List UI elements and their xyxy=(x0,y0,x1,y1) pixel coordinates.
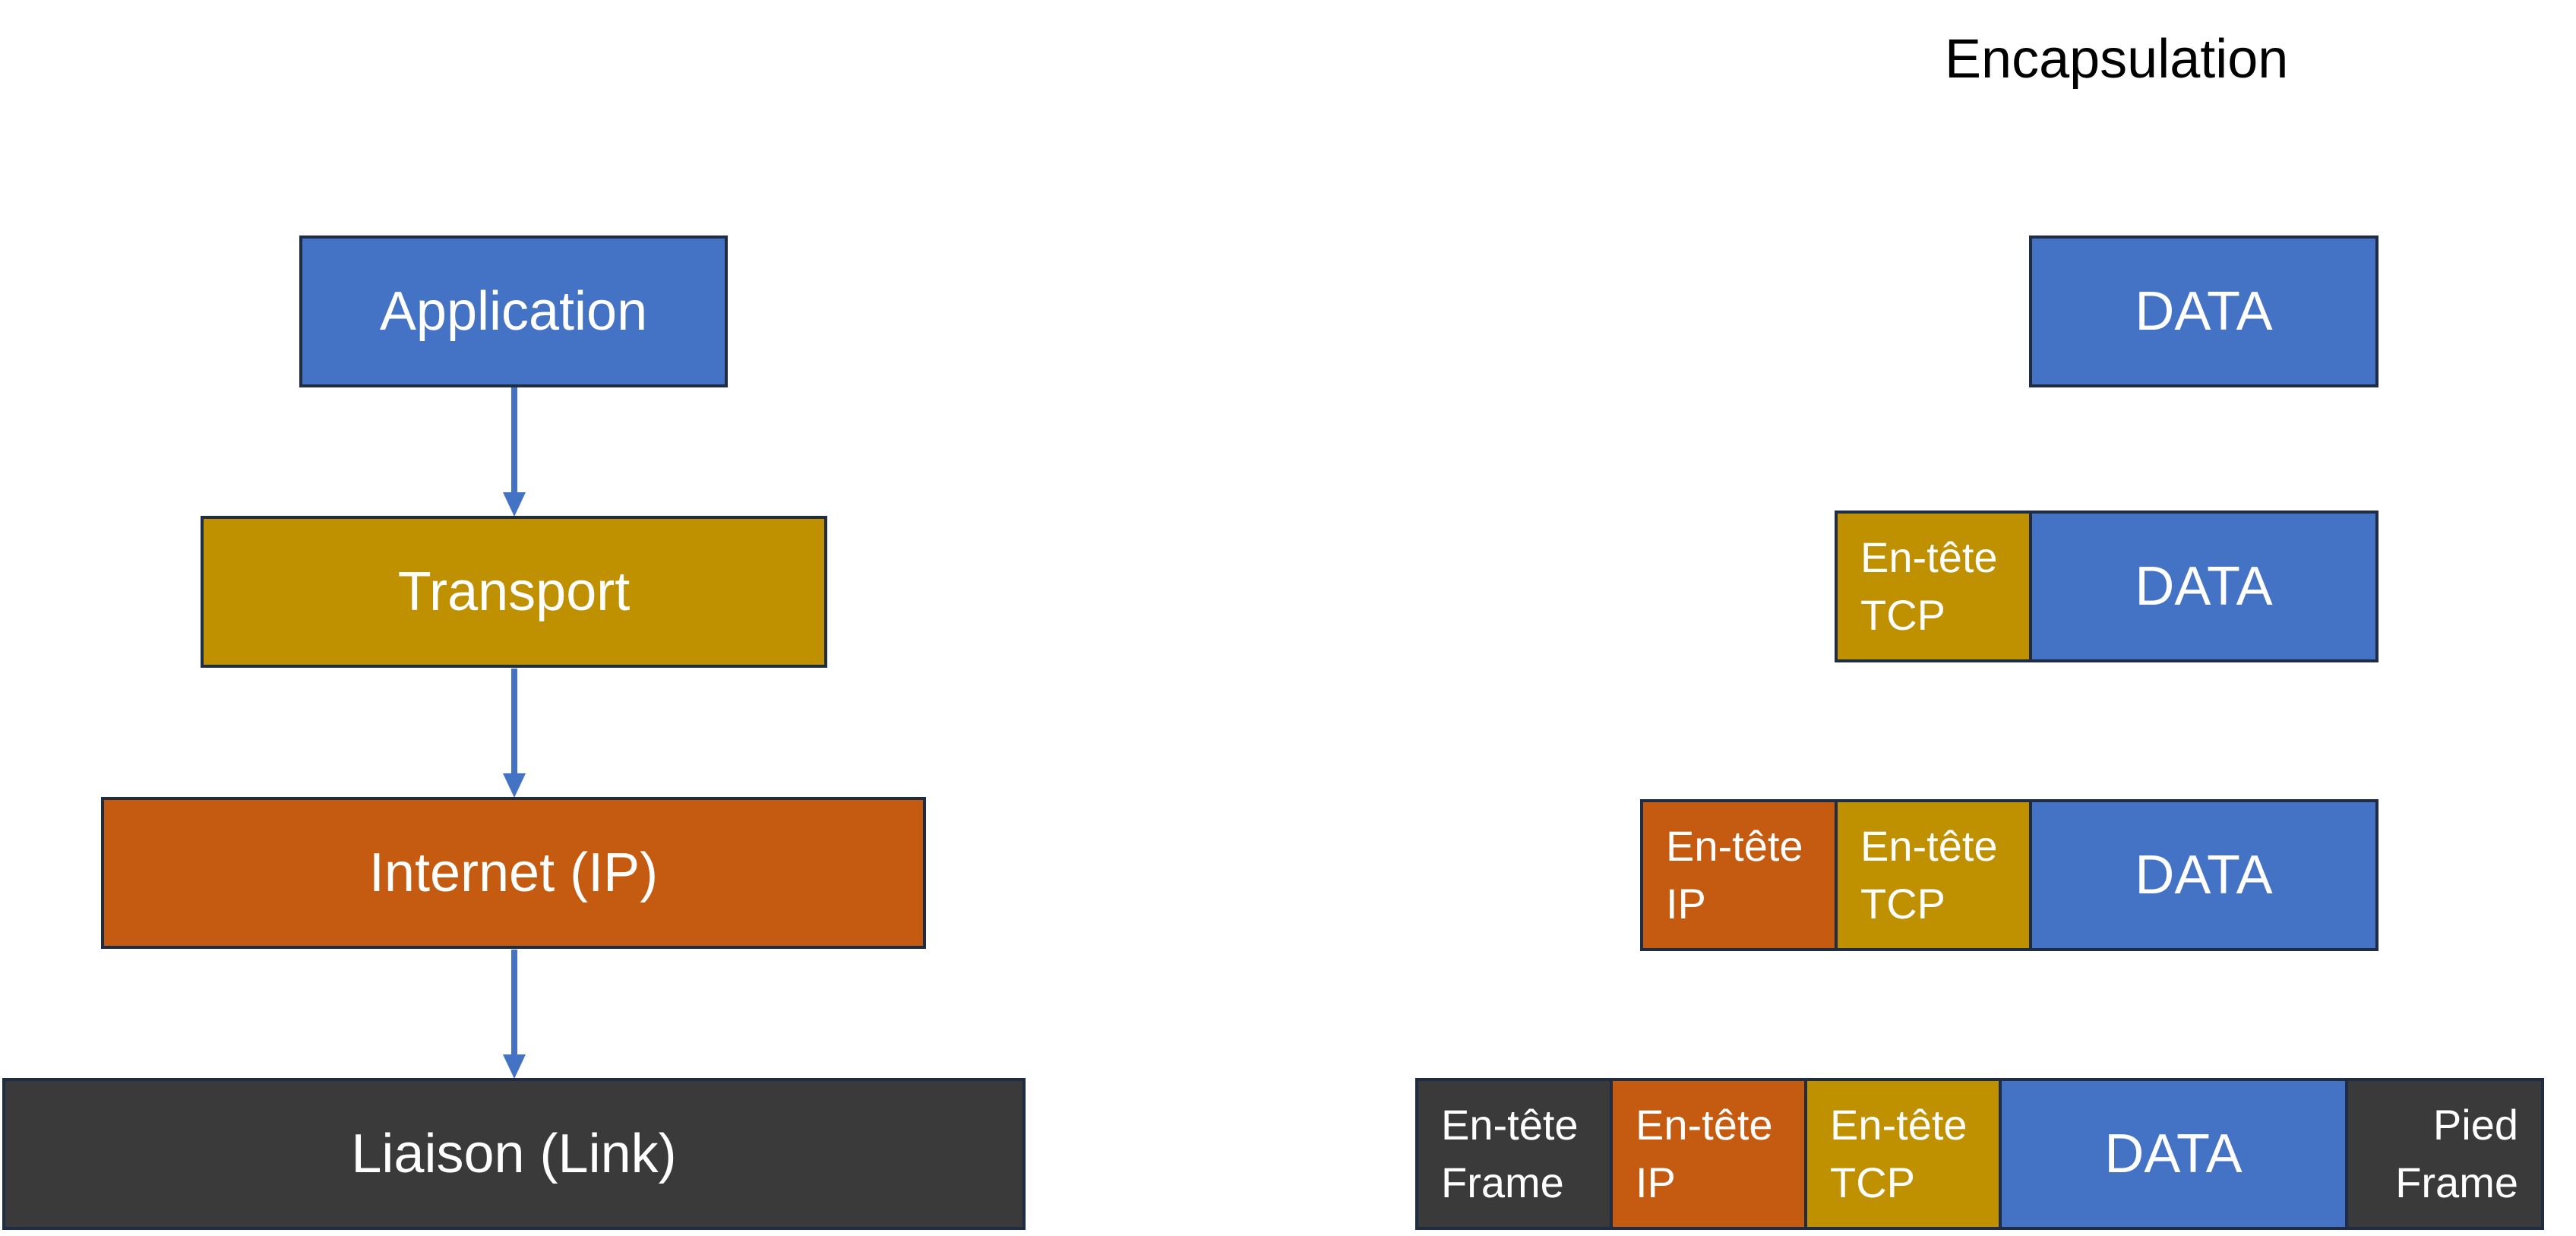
packet-transport: En-tête TCP DATA xyxy=(1835,511,2378,662)
tcp-header-segment: En-tête TCP xyxy=(1835,799,2032,951)
arrow-transport-to-internet xyxy=(503,669,526,798)
data-segment: DATA xyxy=(2029,799,2378,951)
ip-header-segment: En-tête IP xyxy=(1610,1078,1807,1230)
packet-link: En-tête Frame En-tête IP En-tête TCP DAT… xyxy=(1415,1078,2544,1230)
layer-transport: Transport xyxy=(201,516,827,668)
arrow-application-to-transport xyxy=(503,387,526,517)
layer-internet: Internet (IP) xyxy=(101,797,926,949)
frame-trailer-segment: Pied Frame xyxy=(2345,1078,2544,1230)
data-segment: DATA xyxy=(2029,511,2378,662)
packet-application: DATA xyxy=(2029,236,2378,387)
layer-application: Application xyxy=(299,236,728,387)
packet-internet: En-tête IP En-tête TCP DATA xyxy=(1640,799,2378,951)
arrow-internet-to-link xyxy=(503,950,526,1079)
tcp-header-segment: En-tête TCP xyxy=(1804,1078,2002,1230)
tcp-header-segment: En-tête TCP xyxy=(1835,511,2032,662)
data-segment: DATA xyxy=(2029,236,2378,387)
data-segment: DATA xyxy=(1999,1078,2348,1230)
ip-header-segment: En-tête IP xyxy=(1640,799,1838,951)
layer-link: Liaison (Link) xyxy=(2,1078,1026,1230)
diagram-title: Encapsulation xyxy=(1945,29,2289,90)
frame-header-segment: En-tête Frame xyxy=(1415,1078,1613,1230)
